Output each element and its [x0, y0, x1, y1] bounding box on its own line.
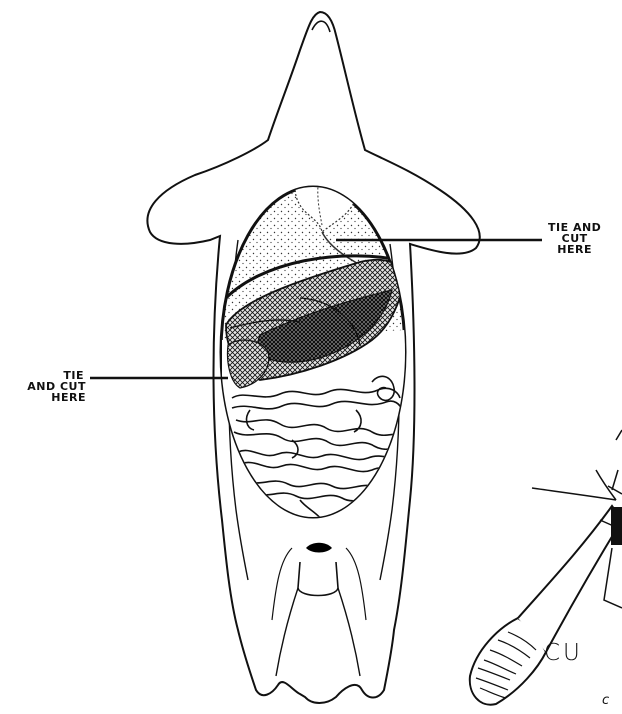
handwritten-text: CU	[544, 640, 583, 666]
tie-and-cut-label-left: TIE AND CUT HERE	[6, 370, 86, 403]
label-line: HERE	[548, 244, 601, 255]
label-line: HERE	[6, 392, 86, 403]
handwritten-text-small: c	[602, 693, 609, 708]
tie-and-cut-label-right: TIE AND CUT HERE	[548, 222, 601, 255]
